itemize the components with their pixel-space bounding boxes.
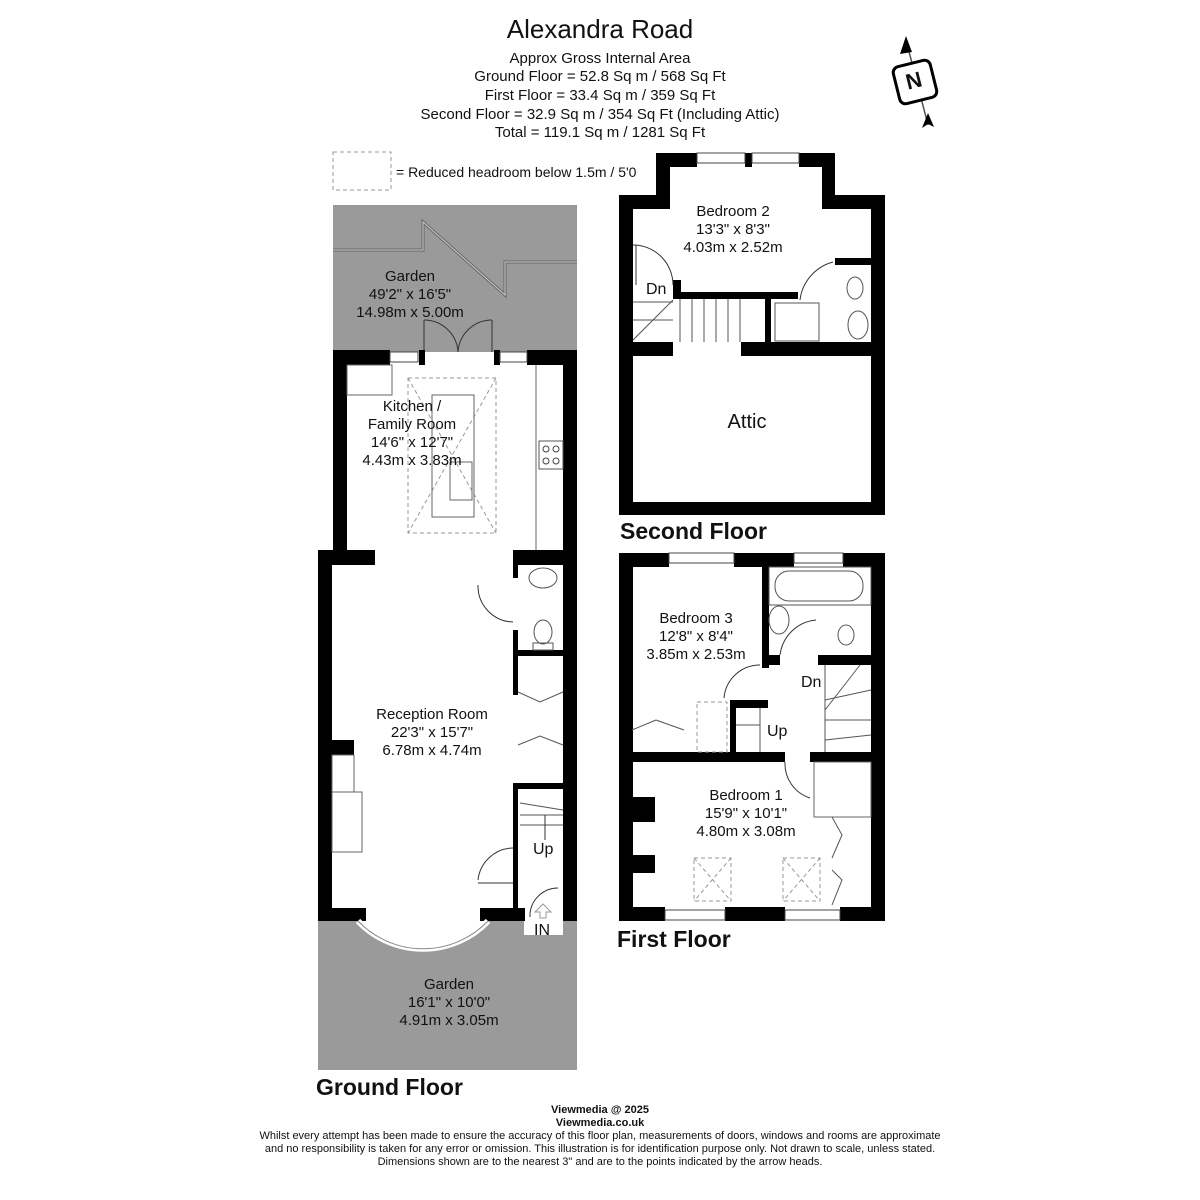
room-dimensions-metric: 4.91m x 3.05m [399,1012,499,1029]
area-subtitle: Approx Gross Internal Area [509,50,691,67]
room-name: Bedroom 2 [696,203,770,220]
room-name: Reception Room [376,706,488,723]
area-second-floor: Second Floor = 32.9 Sq m / 354 Sq Ft (In… [420,106,780,123]
legend-reduced-headroom-swatch [332,151,392,191]
area-ground-floor: Ground Floor = 52.8 Sq m / 568 Sq Ft [474,68,726,85]
room-kitchen: Kitchen / Family Room 14'6" x 12'7" 4.43… [362,398,461,470]
footer-disclaimer-line: Whilst every attempt has been made to en… [259,1130,941,1142]
area-first-floor: First Floor = 33.4 Sq m / 359 Sq Ft [484,87,716,104]
room-attic: Attic [727,411,767,433]
entrance-arrow-icon [533,903,553,919]
room-front-garden: Garden 16'1" x 10'0" 4.91m x 3.05m [399,976,498,1030]
legend-reduced-headroom-label: = Reduced headroom below 1.5m / 5'0 [396,164,637,180]
room-dimensions-metric: 4.80m x 3.08m [696,823,796,840]
room-bedroom-3: Bedroom 3 12'8" x 8'4" 3.85m x 2.53m [646,610,745,664]
footer-disclaimer-line: Dimensions shown are to the nearest 3" a… [377,1156,823,1168]
room-name: Garden [384,268,436,285]
floor-title-ground: Ground Floor [316,1074,463,1100]
footer-disclaimer-line: and no responsibility is taken for any e… [264,1143,936,1155]
rear-garden-area [333,205,577,352]
stairs-down-label-second: Dn [646,281,667,298]
room-name: Garden [423,976,475,993]
footer-website: Viewmedia.co.uk [555,1117,645,1129]
stairs-up-label-first: Up [767,723,788,740]
room-dimensions-metric: 4.03m x 2.52m [683,239,783,256]
room-dimensions-imperial: 14'6" x 12'7" [370,434,454,451]
room-dimensions-imperial: 15'9" x 10'1" [704,805,788,822]
entrance-label: IN [534,922,550,939]
compass-north-icon [891,36,939,128]
room-dimensions-imperial: 13'3" x 8'3" [696,221,770,238]
room-reception: Reception Room 22'3" x 15'7" 6.78m x 4.7… [376,706,488,760]
plan-title: Alexandra Road [506,14,694,44]
room-dimensions-metric: 14.98m x 5.00m [356,304,464,321]
room-dimensions-imperial: 12'8" x 8'4" [659,628,733,645]
floor-title-first: First Floor [617,926,731,952]
room-dimensions-metric: 4.43m x 3.83m [362,452,462,469]
stairs-up-label: Up [533,841,554,858]
room-dimensions-imperial: 16'1" x 10'0" [407,994,491,1011]
room-name-line2: Family Room [367,416,457,433]
room-bedroom-1: Bedroom 1 15'9" x 10'1" 4.80m x 3.08m [696,787,795,841]
room-name: Bedroom 3 [659,610,733,627]
room-dimensions-metric: 3.85m x 2.53m [646,646,746,663]
room-name: Kitchen / [382,398,442,415]
room-name: Bedroom 1 [709,787,783,804]
stairs-down-label-first: Dn [801,674,822,691]
room-rear-garden: Garden 49'2" x 16'5" 14.98m x 5.00m [356,268,464,322]
room-dimensions-metric: 6.78m x 4.74m [382,742,482,759]
area-total: Total = 119.1 Sq m / 1281 Sq Ft [494,124,706,141]
footer: Viewmedia @ 2025 Viewmedia.co.uk Whilst … [0,1104,1200,1169]
footer-copyright: Viewmedia @ 2025 [551,1104,649,1116]
floor-title-second: Second Floor [620,518,767,544]
front-garden-area [318,921,577,1070]
room-bedroom-2: Bedroom 2 13'3" x 8'3" 4.03m x 2.52m [683,203,782,257]
room-dimensions-imperial: 49'2" x 16'5" [368,286,452,303]
room-dimensions-imperial: 22'3" x 15'7" [390,724,474,741]
